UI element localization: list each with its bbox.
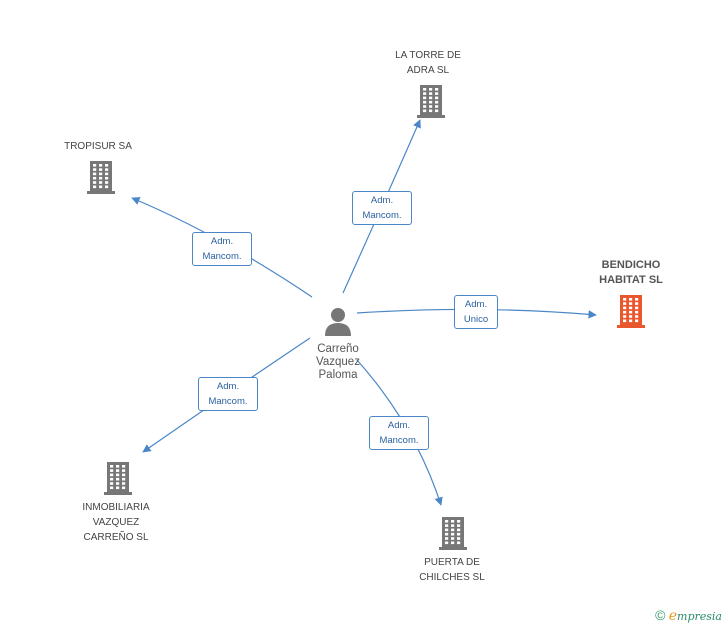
building-icon[interactable]: [616, 294, 646, 328]
relation-type: Mancom.: [202, 251, 242, 262]
relation-role: Adm.: [216, 381, 240, 392]
company-label-la-torre-de-adra[interactable]: LA TORRE DE ADRA SL: [395, 50, 461, 76]
relation-label-inmobiliaria-vazquez[interactable]: Adm. Mancom.: [198, 377, 258, 411]
relation-label-la-torre-de-adra[interactable]: Adm. Mancom.: [352, 191, 412, 225]
relation-role: Adm.: [370, 195, 394, 206]
brand-logo[interactable]: empresia: [668, 608, 722, 624]
relation-type: Mancom.: [379, 435, 419, 446]
building-icon[interactable]: [438, 516, 468, 550]
building-icon[interactable]: [86, 160, 116, 194]
person-icon[interactable]: [323, 306, 353, 336]
relation-label-puerta-de-chilches[interactable]: Adm. Mancom.: [369, 416, 429, 450]
relation-role: Adm.: [387, 420, 411, 431]
relation-role: Adm.: [464, 299, 488, 310]
person-name[interactable]: Carreño Vazquez Paloma: [316, 343, 360, 381]
company-label-puerta-de-chilches[interactable]: PUERTA DE CHILCHES SL: [419, 557, 485, 583]
copyright-icon: ©: [655, 607, 666, 623]
relation-type: Unico: [463, 314, 489, 325]
company-label-inmobiliaria-vazquez[interactable]: INMOBILIARIA VAZQUEZ CARREÑO SL: [82, 502, 150, 543]
company-label-tropisur[interactable]: TROPISUR SA: [64, 141, 132, 152]
footer-brand[interactable]: © empresia: [655, 607, 722, 624]
relation-label-bendicho-habitat[interactable]: Adm. Unico: [454, 295, 498, 329]
company-label-bendicho-habitat[interactable]: BENDICHO HABITAT SL: [599, 259, 663, 286]
building-icon[interactable]: [103, 461, 133, 495]
building-icon[interactable]: [416, 84, 446, 118]
relation-label-tropisur[interactable]: Adm. Mancom.: [192, 232, 252, 266]
relation-type: Mancom.: [362, 210, 402, 221]
relation-role: Adm.: [210, 236, 234, 247]
relation-type: Mancom.: [208, 396, 248, 407]
